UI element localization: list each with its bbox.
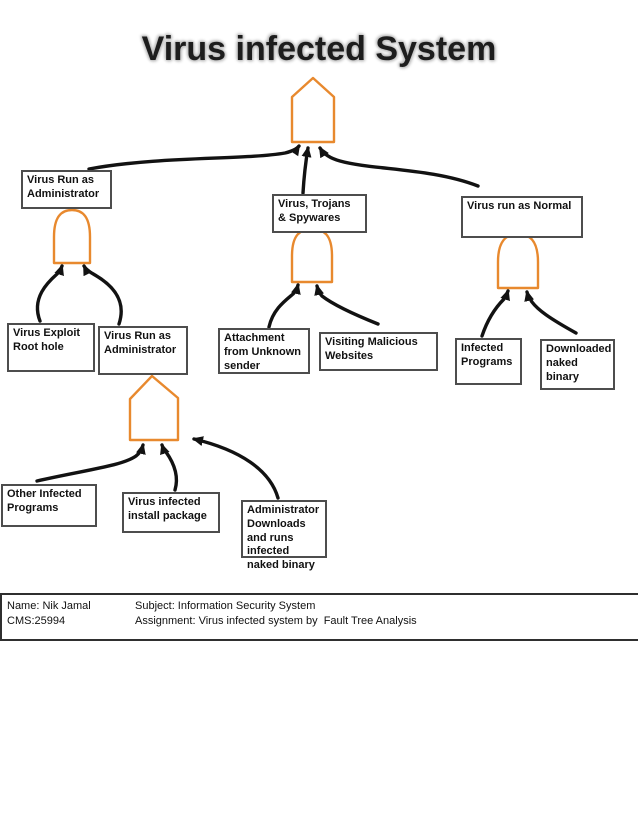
footer-assignment: Assignment: Virus infected system by Fau… <box>135 615 417 627</box>
node-infected-programs: Infected Programs <box>455 338 522 385</box>
connector-other-to-house-arrow <box>35 443 146 483</box>
node-virus-run-as-administrator: Virus Run as Administrator <box>21 170 112 209</box>
node-virus-infected-install-package: Virus infected install package <box>122 492 220 533</box>
lower-event-house-shape <box>128 374 180 442</box>
node-downloaded-naked-binary: Downloaded naked binary <box>540 339 615 390</box>
node-virus-run-as-normal: Virus run as Normal <box>461 196 583 238</box>
connector-exploit-to-gate-arrow <box>35 264 64 323</box>
footer-name: Name: Nik Jamal <box>7 600 91 612</box>
connector-normal-branch-arrow <box>318 146 480 188</box>
node-visiting-malicious-websites: Visiting Malicious Websites <box>319 332 438 371</box>
node-virus-exploit-root-hole: Virus Exploit Root hole <box>7 323 95 372</box>
node-attachment-from-unknown-sender: Attachment from Unknown sender <box>218 328 310 374</box>
gate-middle-icon <box>290 227 334 284</box>
page-title: Virus infected System <box>141 30 497 68</box>
gate-right-icon <box>496 232 540 290</box>
node-virus-trojans-spywares: Virus, Trojans & Spywares <box>272 194 367 233</box>
connector-admin-branch-arrow <box>87 144 301 171</box>
connector-admindl-to-house-arrow <box>192 436 280 500</box>
connector-trojans-branch-arrow <box>301 146 312 195</box>
connector-downloaded-to-gate-arrow <box>524 290 578 335</box>
node-virus-run-as-administrator-2: Virus Run as Administrator <box>98 326 188 375</box>
node-administrator-downloads-naked-binary: Administrator Downloads and runs infecte… <box>241 500 327 571</box>
gate-left-icon <box>52 208 92 265</box>
connector-visiting-to-gate-arrow <box>314 284 380 326</box>
node-other-infected-programs: Other Infected Programs <box>1 484 97 527</box>
connector-infected-to-gate-arrow <box>480 289 510 338</box>
footer-right-column: Subject: Information Security System Ass… <box>135 599 638 629</box>
footer-subject: Subject: Information Security System <box>135 600 316 612</box>
footer-cms: CMS:25994 <box>7 615 66 627</box>
connector-attachment-to-gate-arrow <box>267 283 301 329</box>
connector-install-to-house-arrow <box>160 443 179 492</box>
footer-info-box: Name: Nik Jamal CMS:25994 Subject: Infor… <box>0 593 638 641</box>
connector-runadmin-to-gate-arrow <box>82 264 123 326</box>
footer-left-column: Name: Nik Jamal CMS:25994 <box>7 599 135 629</box>
top-event-house-shape <box>290 76 336 144</box>
